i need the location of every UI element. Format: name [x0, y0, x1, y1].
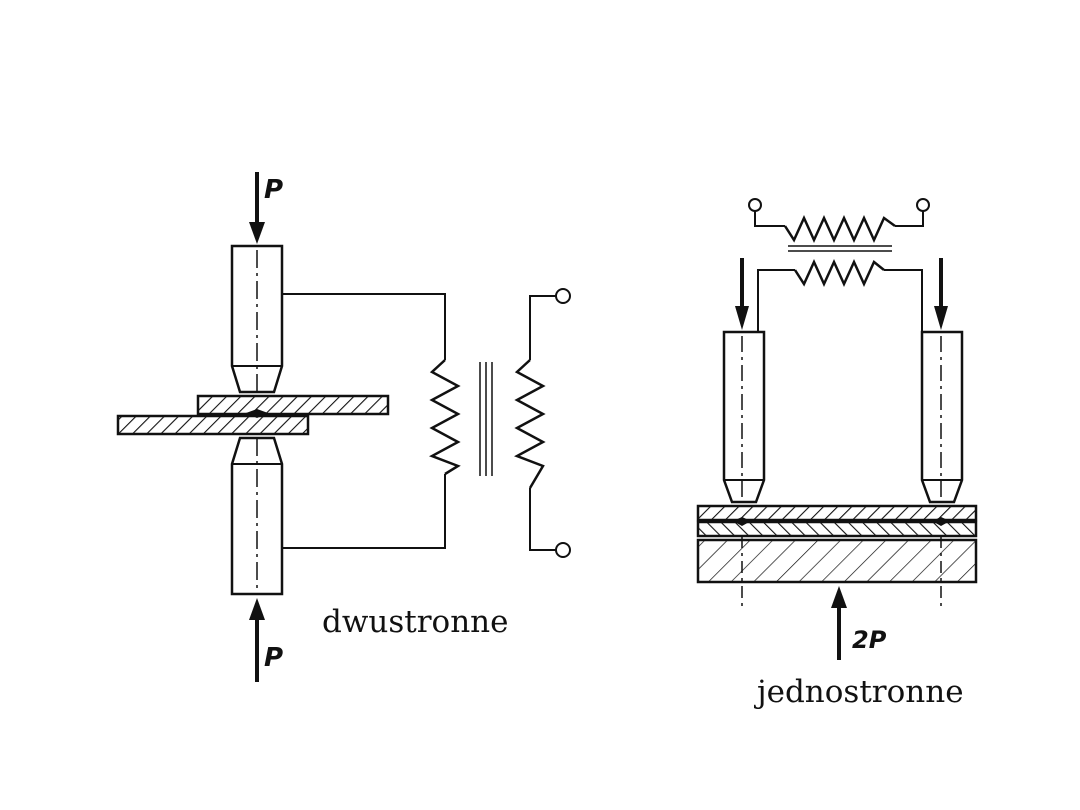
- weld-nugget-left: [733, 517, 751, 526]
- force-label-bottom: P: [264, 643, 283, 673]
- lower-electrode: [230, 436, 284, 596]
- welded-sheets: [116, 394, 390, 436]
- bottom-force-arrow-right: [831, 586, 847, 660]
- single-sided-diagram: [696, 198, 978, 660]
- right-electrode-arrow: [934, 258, 948, 330]
- upper-electrode: [230, 244, 284, 394]
- caption-double-sided: dwustronne: [322, 604, 508, 640]
- top-force-arrow: [249, 172, 265, 244]
- welded-sheets-right: [696, 504, 978, 538]
- caption-single-sided: jednostronne: [754, 674, 964, 710]
- transformer-coil-primary: [514, 359, 546, 489]
- circuit-wires-right: [757, 269, 923, 332]
- double-sided-diagram: [116, 172, 571, 682]
- supply-leads-right: [748, 198, 930, 227]
- right-electrode: [920, 330, 964, 504]
- force-label-top: P: [264, 175, 283, 205]
- left-electrode-arrow: [735, 258, 749, 330]
- circuit-wires-left: [282, 293, 446, 549]
- weld-nugget: [246, 409, 268, 418]
- transformer-coil-secondary: [429, 359, 461, 476]
- axis-lines-right: [741, 536, 942, 608]
- transformer-coil-secondary-right: [793, 258, 885, 288]
- force-label-2p: 2P: [852, 626, 887, 654]
- transformer-core: [479, 362, 493, 476]
- transformer-coil-primary-right: [783, 214, 896, 244]
- backing-plate: [696, 538, 978, 584]
- weld-nugget-right: [932, 517, 950, 526]
- transformer-core-right: [788, 245, 892, 252]
- left-electrode: [722, 330, 766, 504]
- bottom-force-arrow: [249, 598, 265, 682]
- supply-leads-left: [529, 288, 571, 558]
